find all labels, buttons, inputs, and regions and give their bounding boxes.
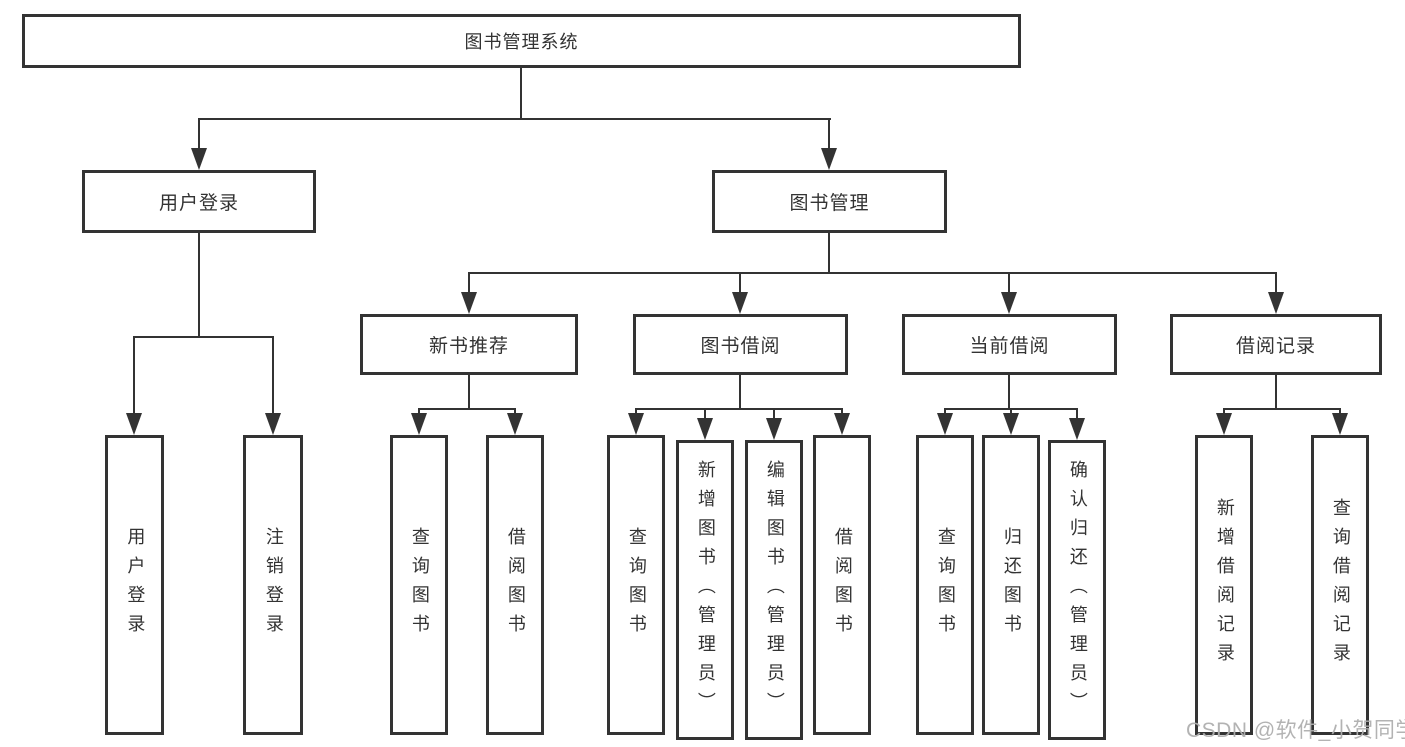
node-book-borrow: 图书借阅: [633, 314, 848, 375]
node-library-management-system: 图书管理系统: [22, 14, 1021, 68]
connector-leaf: [1339, 408, 1341, 414]
leaf-query-borrow-record: 查询借阅记录: [1311, 435, 1369, 735]
leaf-query-books-borrow: 查询图书: [607, 435, 665, 735]
leaf-label: 借阅图书: [832, 527, 853, 643]
connector-book-mgmt-stem: [828, 233, 830, 272]
arrow-down-icon: [697, 418, 713, 440]
leaf-return-books: 归还图书: [982, 435, 1040, 735]
node-borrow-records: 借阅记录: [1170, 314, 1382, 375]
leaf-label: 新增借阅记录: [1214, 498, 1235, 672]
connector-leaf: [1076, 408, 1078, 419]
node-label: 图书管理: [789, 193, 870, 214]
node-label: 借阅记录: [1235, 336, 1316, 357]
leaf-label: 注销登录: [263, 527, 284, 643]
arrow-down-icon: [834, 413, 850, 435]
connector-root-hbar: [198, 118, 831, 120]
leaf-edit-books-admin: 编辑图书（管理员）: [745, 440, 803, 740]
arrow-down-icon: [732, 292, 748, 314]
node-book-management: 图书管理: [712, 170, 947, 233]
connector-user-login-hbar: [133, 336, 273, 338]
leaf-add-books-admin: 新增图书（管理员）: [676, 440, 734, 740]
connector-new-book-stem: [468, 375, 470, 408]
connector-to-book-borrow: [739, 272, 741, 292]
connector-user-login-stem: [198, 233, 200, 336]
leaf-add-borrow-record: 新增借阅记录: [1195, 435, 1253, 735]
leaf-query-books-recommend: 查询图书: [390, 435, 448, 735]
node-label: 图书借阅: [700, 336, 781, 357]
arrow-down-icon: [1003, 413, 1019, 435]
leaf-confirm-return-admin: 确认归还（管理员）: [1048, 440, 1106, 740]
connector-book-mgmt-hbar: [468, 272, 1277, 274]
connector-leaf: [418, 408, 420, 414]
connector-to-borrow-records: [1275, 272, 1277, 292]
arrow-down-icon: [766, 418, 782, 440]
connector-leaf: [1223, 408, 1225, 414]
connector-leaf: [841, 408, 843, 414]
leaf-label: 查询借阅记录: [1330, 498, 1351, 672]
arrow-down-icon: [937, 413, 953, 435]
connector-leaf: [514, 408, 516, 414]
node-new-book-recommend: 新书推荐: [360, 314, 578, 375]
connector-to-user-login: [198, 118, 200, 150]
leaf-label: 编辑图书（管理员）: [764, 459, 785, 721]
connector-to-current-borrow: [1008, 272, 1010, 292]
arrow-down-icon: [411, 413, 427, 435]
leaf-label: 借阅图书: [505, 527, 526, 643]
connector-leaf: [635, 408, 637, 414]
arrow-down-icon: [461, 292, 477, 314]
connector-root-stem: [520, 67, 522, 118]
arrow-down-icon: [1001, 292, 1017, 314]
leaf-borrow-books-recommend: 借阅图书: [486, 435, 544, 735]
leaf-label: 确认归还（管理员）: [1067, 459, 1088, 721]
leaf-borrow-books: 借阅图书: [813, 435, 871, 735]
arrow-down-icon: [628, 413, 644, 435]
node-current-borrow: 当前借阅: [902, 314, 1117, 375]
connector-borrow-records-stem: [1275, 375, 1277, 408]
leaf-label: 归还图书: [1001, 527, 1022, 643]
node-label: 当前借阅: [969, 336, 1050, 357]
leaf-label: 查询图书: [626, 527, 647, 643]
connector-to-leaf-logout: [272, 336, 274, 413]
connector-to-new-book: [468, 272, 470, 292]
arrow-down-icon: [126, 413, 142, 435]
connector-leaf: [944, 408, 946, 414]
node-user-login: 用户登录: [82, 170, 316, 233]
arrow-down-icon: [821, 148, 837, 170]
connector-borrow-records-hbar: [1223, 408, 1341, 410]
leaf-label: 新增图书（管理员）: [695, 459, 716, 721]
connector-to-book-management: [828, 118, 830, 150]
leaf-user-login: 用户登录: [105, 435, 164, 735]
connector-to-leaf-user-login: [133, 336, 135, 413]
node-label: 新书推荐: [428, 336, 509, 357]
leaf-label: 查询图书: [935, 527, 956, 643]
arrow-down-icon: [1216, 413, 1232, 435]
arrow-down-icon: [1332, 413, 1348, 435]
arrow-down-icon: [1268, 292, 1284, 314]
connector-leaf: [773, 408, 775, 419]
connector-book-borrow-stem: [739, 375, 741, 408]
connector-book-borrow-hbar: [635, 408, 843, 410]
connector-leaf: [704, 408, 706, 419]
leaf-query-books-current: 查询图书: [916, 435, 974, 735]
leaf-label: 用户登录: [125, 527, 146, 643]
connector-leaf: [1010, 408, 1012, 414]
watermark: CSDN @软件_小贺同学: [1186, 719, 1405, 742]
leaf-label: 查询图书: [409, 527, 430, 643]
node-label: 图书管理系统: [464, 32, 579, 52]
arrow-down-icon: [191, 148, 207, 170]
connector-current-borrow-stem: [1008, 375, 1010, 408]
arrow-down-icon: [265, 413, 281, 435]
arrow-down-icon: [1069, 418, 1085, 440]
node-label: 用户登录: [158, 193, 239, 214]
connector-new-book-hbar: [418, 408, 516, 410]
arrow-down-icon: [507, 413, 523, 435]
leaf-logout: 注销登录: [243, 435, 303, 735]
